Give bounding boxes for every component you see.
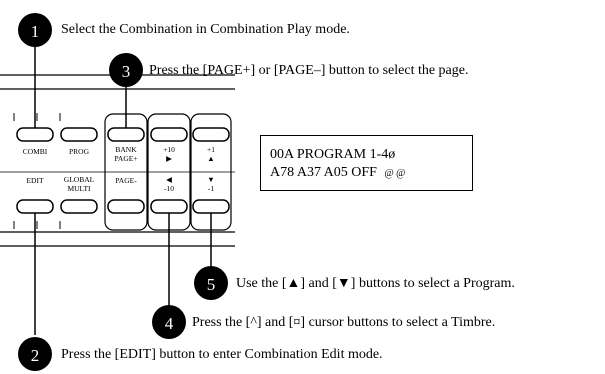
step-2-caption: Press the [EDIT] button to enter Combina… [61, 347, 383, 362]
svg-text:2: 2 [31, 346, 40, 365]
edit-label: EDIT [26, 176, 43, 185]
bank-page-plus-button[interactable] [107, 127, 145, 142]
step-4-marker: 4 [152, 305, 186, 339]
plus10-label: +10 [163, 145, 175, 154]
page-plus-label: PAGE+ [114, 154, 137, 163]
bank-label: BANK [115, 145, 137, 154]
minus1-down-button[interactable] [192, 199, 230, 214]
global-multi-button[interactable] [60, 199, 98, 214]
top-button-row [16, 127, 230, 142]
step-3-caption: Press the [PAGE+] or [PAGE–] button to s… [149, 63, 469, 78]
lcd-line-2: A78 A37 A05 OFF @ @ [270, 166, 405, 180]
svg-text:3: 3 [122, 62, 131, 81]
step-1-marker: 1 [18, 13, 52, 47]
step-5-caption: Use the [▲] and [▼] buttons to select a … [236, 276, 515, 291]
step-markers: 1 3 5 4 2 [18, 13, 228, 371]
lcd-display: 00A PROGRAM 1-4ø A78 A37 A05 OFF @ @ [260, 135, 473, 191]
callout-leaders [34, 40, 212, 335]
edit-button[interactable] [16, 199, 54, 214]
right-arrow-label: ▶ [166, 154, 173, 163]
prog-label: PROG [69, 147, 90, 156]
left-arrow-label: ◀ [166, 175, 173, 184]
step-2-marker: 2 [18, 337, 52, 371]
svg-text:4: 4 [165, 314, 174, 333]
step-4-caption: Press the [^] and [¤] cursor buttons to … [192, 315, 496, 330]
page-minus-label: PAGE- [115, 176, 137, 185]
up-arrow-label: ▲ [207, 154, 214, 163]
plus10-right-button[interactable] [150, 127, 188, 142]
bottom-button-labels: EDIT GLOBAL MULTI PAGE- ◀ -10 ▼ -1 [26, 175, 214, 193]
minus1-label: -1 [208, 184, 214, 193]
minus10-left-button[interactable] [150, 199, 188, 214]
lcd-line-2-symbols: @ @ [384, 168, 406, 179]
minus10-label: -10 [164, 184, 174, 193]
step-5-marker: 5 [194, 266, 228, 300]
svg-text:5: 5 [207, 275, 216, 294]
step-3-marker: 3 [109, 53, 143, 87]
lcd-line-1: 00A PROGRAM 1-4ø [270, 147, 396, 162]
global-label: GLOBAL [64, 175, 95, 184]
multi-label: MULTI [67, 184, 91, 193]
panel-outline [0, 74, 235, 247]
lcd-line-2-text: A78 A37 A05 OFF [270, 165, 377, 180]
combi-button[interactable] [16, 127, 54, 142]
combi-label: COMBI [23, 147, 48, 156]
step-1-caption: Select the Combination in Combination Pl… [61, 22, 350, 37]
prog-button[interactable] [60, 127, 98, 142]
top-button-labels: COMBI PROG BANK PAGE+ +10 ▶ +1 ▲ [23, 145, 216, 163]
plus1-label: +1 [207, 145, 215, 154]
bottom-button-row [16, 199, 230, 214]
plus1-up-button[interactable] [192, 127, 230, 142]
down-arrow-label: ▼ [207, 175, 214, 184]
page-minus-button[interactable] [107, 199, 145, 214]
svg-text:1: 1 [31, 22, 40, 41]
